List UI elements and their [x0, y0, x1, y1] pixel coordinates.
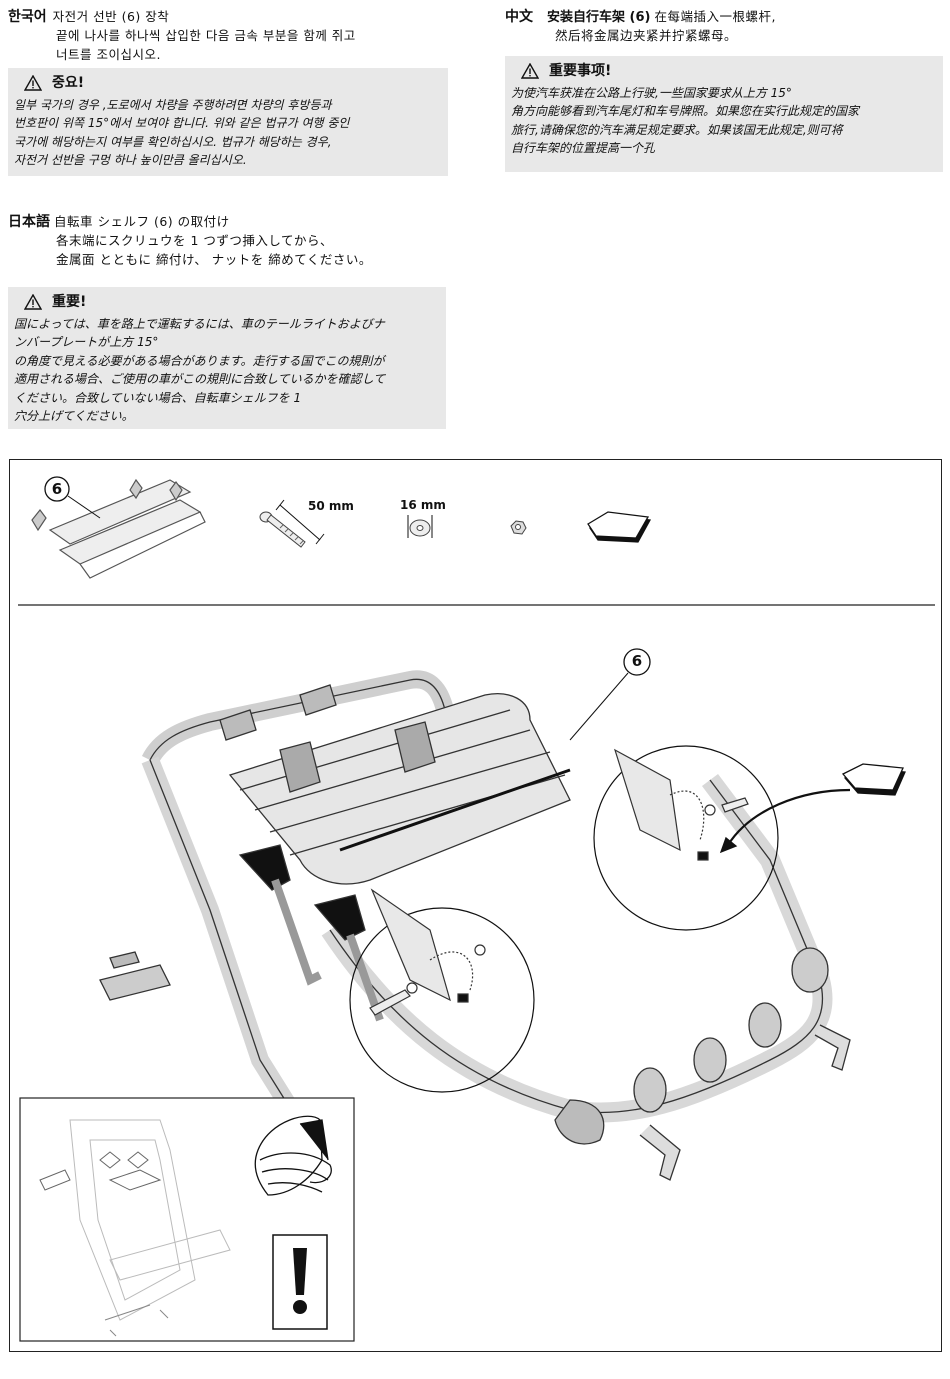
- korean-lang-label: 한국어: [8, 9, 47, 25]
- shelf-callout-number: 6: [51, 480, 63, 498]
- chinese-title-rest: 在每端插入一根螺杆,: [654, 9, 776, 24]
- assembly-illustration: [18, 476, 935, 1342]
- main-callout-number: 6: [631, 652, 643, 670]
- chinese-title: 安装自行车架 (6): [547, 10, 651, 25]
- korean-line2: 너트를 조이십시오.: [56, 47, 161, 62]
- korean-warning-title: 중요!: [52, 75, 85, 91]
- shelf-thumbnail-icon: [31, 478, 206, 579]
- japanese-warning-line: の角度で見える必要がある場合があります。走行する国でこの規則が: [14, 353, 385, 368]
- japanese-warning-line: 国によっては、車を路上で運転するには、車のテールライトおよびナ: [14, 316, 385, 331]
- hand-icon: [254, 1115, 332, 1196]
- chinese-warning-line: 自行车架的位置提高一个孔: [511, 141, 656, 155]
- korean-warning-line: 자전거 선반을 구멍 하나 높이만큼 올리십시오.: [14, 153, 247, 167]
- washer-size-label: 16 mm: [400, 498, 446, 512]
- japanese-warning-line: 適用される場合、ご使用の車がこの規則に合致しているかを確認して: [14, 372, 386, 386]
- japanese-warning-line: 穴分上げてください。: [14, 409, 134, 423]
- chinese-line2: 然后将金属边夹紧并拧紧螺母。: [555, 28, 738, 43]
- inset-car-rack-drawing: [39, 1119, 231, 1337]
- screw-length-label: 50 mm: [308, 499, 354, 513]
- korean-section: 한국어 자전거 선반 (6) 장착 끝에 나사를 하나씩 삽입한 다음 금속 부…: [8, 6, 448, 64]
- chinese-warning-line: 旅行,请确保您的汽车满足规定要求。如果该国无此规定,则可将: [511, 122, 843, 137]
- zoom-detail-right: [613, 748, 749, 861]
- korean-warning-box: 중요! 일부 국가의 경우 ,도로에서 차량을 주행하려면 차량의 후방등과 번…: [8, 68, 448, 176]
- chinese-warning-title: 重要事项!: [549, 63, 612, 79]
- japanese-warning-title: 重要!: [52, 294, 87, 310]
- screw-icon: [259, 499, 325, 548]
- zoom-circle-left: [349, 907, 535, 1093]
- chinese-warning-line: 角方向能够看到汽车尾灯和车号牌照。如果您在实行此规定的国家: [511, 104, 860, 118]
- warning-triangle-icon: [24, 75, 42, 91]
- warning-triangle-icon: [24, 294, 42, 310]
- japanese-warning-box: 重要! 国によっては、車を路上で運転するには、車のテールライトおよびナ ンバープ…: [8, 287, 446, 429]
- washer-icon: [407, 515, 433, 538]
- korean-line1: 끝에 나사를 하나씩 삽입한 다음 금속 부분을 함께 쥐고: [56, 28, 356, 43]
- chinese-lang-label: 中文: [505, 9, 533, 25]
- korean-title: 자전거 선반 (6) 장착: [52, 9, 170, 24]
- japanese-line2: 金属面 とともに 締付け、 ナットを 締めてください。: [56, 252, 372, 267]
- warning-triangle-icon: [521, 63, 539, 79]
- japanese-warning-line: ンバープレートが上方 15°: [14, 335, 159, 349]
- japanese-warning-line: ください。合致していない場合、自転車シェルフを 1: [14, 390, 302, 405]
- korean-warning-line: 일부 국가의 경우 ,도로에서 차량을 주행하려면 차량의 후방등과: [14, 97, 332, 112]
- chinese-warning-line: 为使汽车获准在公路上行驶,一些国家要求从上方 15°: [511, 85, 792, 100]
- exclamation-icon: [272, 1234, 328, 1330]
- chinese-warning-box: 重要事项! 为使汽车获准在公路上行驶,一些国家要求从上方 15° 角方向能够看到…: [505, 56, 943, 172]
- zoom-detail-left: [369, 888, 486, 1016]
- zoom-circle-right: [593, 745, 779, 931]
- japanese-title: 自転車 シェルフ (6) の取付け: [54, 214, 230, 229]
- pad-arrow: [719, 763, 906, 854]
- assembly-figure: 6 50 mm 16 mm 6: [9, 459, 942, 1352]
- japanese-section: 日本語 自転車 シェルフ (6) の取付け 各末端にスクリュウを 1 つずつ挿入…: [8, 211, 448, 269]
- korean-warning-line: 번호판이 위쪽 15°에서 보여야 합니다. 위와 같은 법규가 여행 중인: [14, 116, 350, 130]
- japanese-lang-label: 日本語: [8, 214, 50, 230]
- nut-icon: [510, 520, 527, 535]
- adhesive-pad-icon: [587, 511, 652, 543]
- chinese-section: 中文 安装自行车架 (6) 在每端插入一根螺杆, 然后将金属边夹紧并拧紧螺母。: [505, 6, 945, 45]
- korean-warning-line: 국가에 해당하는지 여부를 확인하십시오. 법규가 해당하는 경우,: [14, 134, 332, 149]
- japanese-line1: 各末端にスクリュウを 1 つずつ挿入してから、: [56, 233, 334, 248]
